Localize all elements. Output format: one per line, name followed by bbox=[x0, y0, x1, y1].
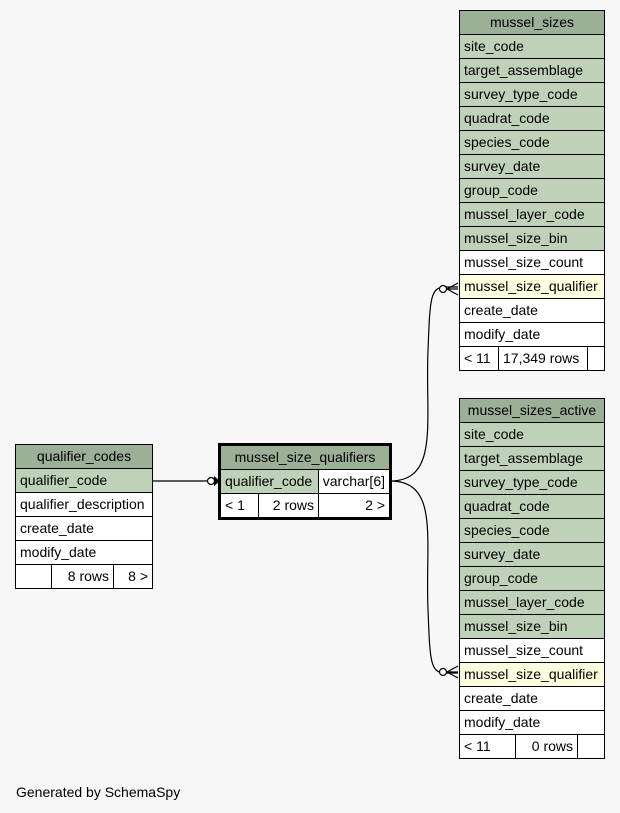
column-row[interactable]: site_code bbox=[460, 423, 604, 447]
column-row[interactable]: survey_type_code bbox=[460, 83, 604, 107]
column-row[interactable]: group_code bbox=[460, 179, 604, 203]
column-row[interactable]: mussel_size_count bbox=[460, 251, 604, 275]
column-row[interactable]: mussel_layer_code bbox=[460, 203, 604, 227]
table-header[interactable]: mussel_sizes_active bbox=[460, 399, 604, 423]
column-row[interactable]: create_date bbox=[460, 299, 604, 323]
column-row[interactable]: quadrat_code bbox=[460, 107, 604, 131]
column-row[interactable]: target_assemblage bbox=[460, 447, 604, 471]
edge-crowfoot-icon bbox=[438, 667, 448, 677]
table-qualifier-codes[interactable]: qualifier_codes qualifier_code qualifier… bbox=[15, 444, 153, 589]
parents-count[interactable]: < 11 bbox=[460, 735, 516, 758]
column-row[interactable]: survey_date bbox=[460, 155, 604, 179]
parents-count[interactable]: < 11 bbox=[460, 347, 499, 370]
column-row[interactable]: survey_date bbox=[460, 543, 604, 567]
children-count[interactable]: 2 > bbox=[365, 497, 385, 513]
row-count: 8 rows bbox=[52, 565, 114, 588]
table-footer: < 1 2 rows 2 > bbox=[221, 494, 389, 517]
column-row[interactable]: qualifier_code varchar[6] bbox=[221, 470, 389, 494]
table-mussel-size-qualifiers[interactable]: mussel_size_qualifiers qualifier_code va… bbox=[218, 443, 392, 520]
row-count: 0 rows bbox=[516, 735, 578, 758]
edge-arrow-icon bbox=[214, 476, 220, 486]
column-row[interactable]: mussel_size_qualifier bbox=[460, 663, 604, 687]
row-count: 17,349 rows bbox=[499, 347, 588, 370]
parents-count[interactable] bbox=[16, 565, 52, 588]
column-row[interactable]: group_code bbox=[460, 567, 604, 591]
edge-to-mussel-sizes bbox=[389, 286, 458, 482]
table-header[interactable]: qualifier_codes bbox=[16, 445, 152, 469]
column-row[interactable]: quadrat_code bbox=[460, 495, 604, 519]
table-header[interactable]: mussel_size_qualifiers bbox=[221, 446, 389, 470]
table-footer: < 11 0 rows bbox=[460, 735, 604, 758]
column-type: varchar[6] bbox=[318, 470, 389, 493]
column-row[interactable]: create_date bbox=[16, 517, 152, 541]
table-footer: < 11 17,349 rows bbox=[460, 347, 604, 370]
column-row[interactable]: mussel_size_qualifier bbox=[460, 275, 604, 299]
column-row[interactable]: species_code bbox=[460, 519, 604, 543]
column-row[interactable]: mussel_layer_code bbox=[460, 591, 604, 615]
column-row[interactable]: modify_date bbox=[460, 323, 604, 347]
table-mussel-sizes[interactable]: mussel_sizes site_code target_assemblage… bbox=[459, 10, 605, 371]
column-row[interactable]: survey_type_code bbox=[460, 471, 604, 495]
column-row[interactable]: species_code bbox=[460, 131, 604, 155]
column-row[interactable]: target_assemblage bbox=[460, 59, 604, 83]
column-row[interactable]: site_code bbox=[460, 35, 604, 59]
parents-count[interactable]: < 1 bbox=[221, 494, 259, 517]
column-row[interactable]: mussel_size_bin bbox=[460, 227, 604, 251]
generated-by-label: Generated by SchemaSpy bbox=[16, 784, 181, 800]
table-header[interactable]: mussel_sizes bbox=[460, 11, 604, 35]
edge-crowfoot-icon bbox=[446, 282, 459, 296]
table-mussel-sizes-active[interactable]: mussel_sizes_active site_code target_ass… bbox=[459, 398, 605, 759]
edge-crowfoot-icon bbox=[438, 284, 448, 294]
children-count[interactable]: 8 > bbox=[128, 568, 148, 584]
column-row[interactable]: qualifier_code bbox=[16, 469, 152, 493]
column-row[interactable]: mussel_size_bin bbox=[460, 615, 604, 639]
edge-to-mussel-sizes-active bbox=[389, 480, 458, 674]
edge-crowfoot-icon bbox=[206, 476, 216, 486]
column-row[interactable]: modify_date bbox=[460, 711, 604, 735]
children-count[interactable] bbox=[588, 347, 604, 370]
column-row[interactable]: mussel_size_count bbox=[460, 639, 604, 663]
column-row[interactable]: qualifier_description bbox=[16, 493, 152, 517]
children-count[interactable] bbox=[578, 735, 604, 758]
column-row[interactable]: create_date bbox=[460, 687, 604, 711]
row-count: 2 rows bbox=[259, 494, 319, 517]
table-footer: 8 rows 8 > bbox=[16, 565, 152, 588]
column-row[interactable]: modify_date bbox=[16, 541, 152, 565]
column-name: qualifier_code bbox=[221, 470, 319, 493]
edge-crowfoot-icon bbox=[446, 665, 459, 679]
